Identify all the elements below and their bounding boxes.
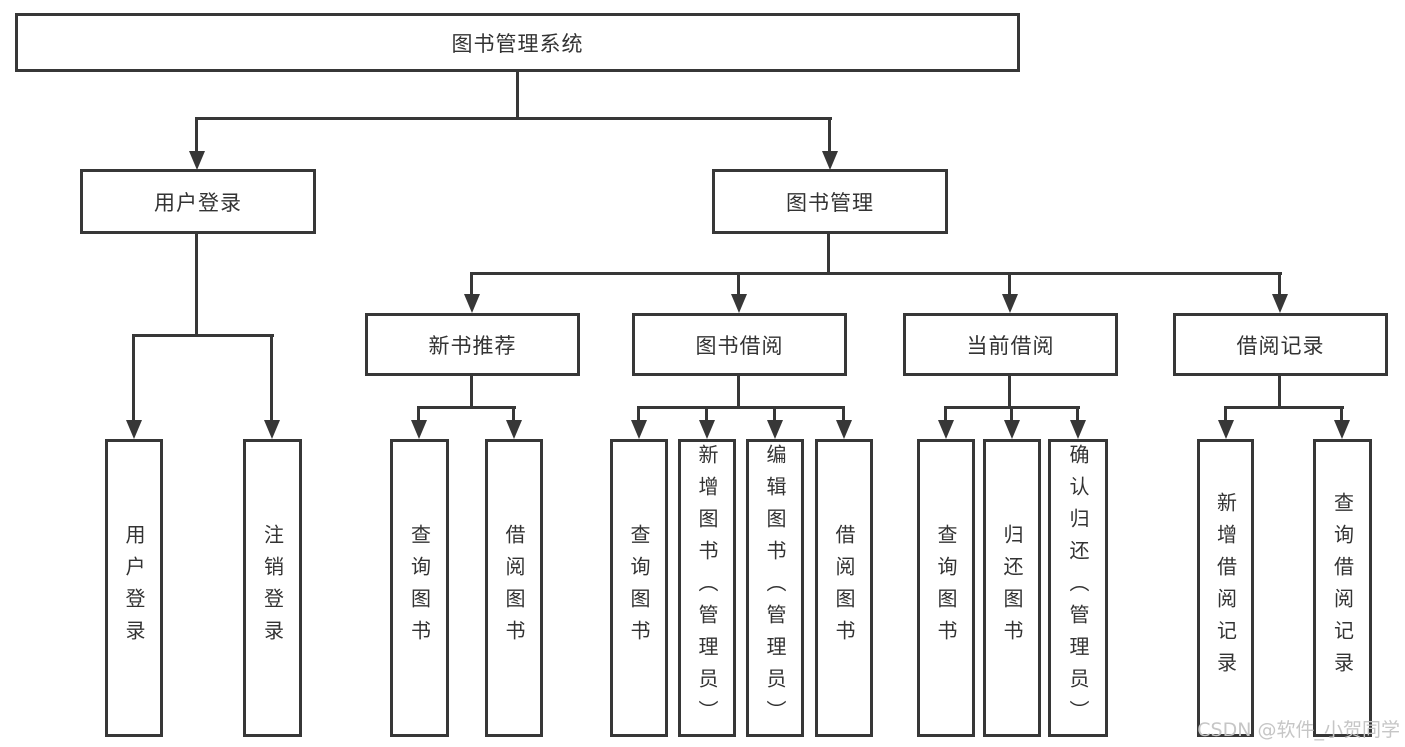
connector-line — [1340, 406, 1343, 422]
connector-line — [132, 334, 274, 337]
leaf-query-borrow-record-label: 查询借阅记录 — [1330, 492, 1355, 684]
leaf-edit-book-admin: 编辑图书（管理员） — [746, 439, 804, 737]
leaf-confirm-return-admin: 确认归还（管理员） — [1048, 439, 1108, 737]
arrowhead-icon — [822, 151, 838, 170]
leaf-query-books-recommend-label: 查询图书 — [407, 524, 432, 652]
connector-line — [470, 272, 473, 296]
leaf-borrow-books-borrowing-label: 借阅图书 — [832, 524, 856, 652]
connector-line — [705, 406, 708, 422]
leaf-logout-label: 注销登录 — [260, 524, 285, 652]
arrowhead-icon — [506, 420, 522, 439]
arrowhead-icon — [1002, 294, 1018, 313]
node-book-borrowing-label: 图书借阅 — [695, 333, 784, 358]
connector-line — [737, 374, 740, 408]
node-root-label: 图书管理系统 — [451, 31, 584, 56]
arrowhead-icon — [126, 420, 142, 439]
arrowhead-icon — [1334, 420, 1350, 439]
connector-line — [737, 272, 740, 296]
connector-line — [470, 374, 473, 408]
connector-line — [516, 71, 519, 119]
leaf-query-books-current-label: 查询图书 — [934, 524, 958, 652]
connector-line — [773, 406, 776, 422]
arrowhead-icon — [631, 420, 647, 439]
watermark: CSDN @软件_小贺同学 — [1197, 719, 1400, 741]
arrowhead-icon — [189, 151, 205, 170]
connector-line — [828, 117, 831, 154]
leaf-add-borrow-record: 新增借阅记录 — [1197, 439, 1254, 737]
node-borrowing-records: 借阅记录 — [1173, 313, 1388, 376]
leaf-query-borrow-record: 查询借阅记录 — [1313, 439, 1372, 737]
leaf-edit-book-admin-label: 编辑图书（管理员） — [763, 444, 787, 732]
connector-line — [637, 406, 640, 422]
arrowhead-icon — [1070, 420, 1086, 439]
arrowhead-icon — [1218, 420, 1234, 439]
leaf-return-books-label: 归还图书 — [1000, 524, 1024, 652]
connector-line — [1278, 374, 1281, 408]
arrowhead-icon — [938, 420, 954, 439]
arrowhead-icon — [699, 420, 715, 439]
node-current-borrowing: 当前借阅 — [903, 313, 1118, 376]
connector-line — [195, 117, 198, 154]
leaf-borrow-books-recommend: 借阅图书 — [485, 439, 543, 737]
node-book-borrowing: 图书借阅 — [632, 313, 847, 376]
connector-line — [1008, 272, 1011, 296]
connector-line — [842, 406, 845, 422]
node-new-book-recommend-label: 新书推荐 — [428, 333, 517, 358]
leaf-logout: 注销登录 — [243, 439, 302, 737]
connector-line — [270, 334, 273, 421]
node-current-borrowing-label: 当前借阅 — [966, 333, 1055, 358]
arrowhead-icon — [411, 420, 427, 439]
connector-line — [417, 406, 420, 422]
node-user-login-label: 用户登录 — [154, 190, 242, 215]
node-root: 图书管理系统 — [15, 13, 1020, 72]
connector-line — [417, 406, 516, 409]
connector-line — [1008, 374, 1011, 408]
leaf-query-books-recommend: 查询图书 — [390, 439, 449, 737]
connector-line — [132, 334, 135, 421]
arrowhead-icon — [1272, 294, 1288, 313]
arrowhead-icon — [731, 294, 747, 313]
connector-line — [1278, 272, 1281, 296]
connector-line — [827, 233, 830, 274]
node-borrowing-records-label: 借阅记录 — [1236, 333, 1325, 358]
arrowhead-icon — [836, 420, 852, 439]
connector-line — [1224, 406, 1344, 409]
arrowhead-icon — [464, 294, 480, 313]
leaf-add-borrow-record-label: 新增借阅记录 — [1213, 492, 1238, 684]
leaf-user-login-label: 用户登录 — [122, 524, 146, 652]
leaf-add-book-admin-label: 新增图书（管理员） — [695, 444, 719, 732]
leaf-borrow-books-recommend-label: 借阅图书 — [502, 524, 526, 652]
arrowhead-icon — [1004, 420, 1020, 439]
leaf-query-books-borrowing-label: 查询图书 — [627, 524, 651, 652]
leaf-add-book-admin: 新增图书（管理员） — [678, 439, 736, 737]
connector-line — [1010, 406, 1013, 422]
connector-line — [637, 406, 845, 409]
connector-line — [944, 406, 947, 422]
node-user-login: 用户登录 — [80, 169, 316, 234]
leaf-query-books-current: 查询图书 — [917, 439, 975, 737]
leaf-return-books: 归还图书 — [983, 439, 1041, 737]
connector-line — [1076, 406, 1079, 422]
connector-line — [470, 272, 1282, 275]
connector-line — [1224, 406, 1227, 422]
connector-line — [195, 233, 198, 336]
node-new-book-recommend: 新书推荐 — [365, 313, 580, 376]
connector-line — [512, 406, 515, 422]
arrowhead-icon — [767, 420, 783, 439]
leaf-user-login: 用户登录 — [105, 439, 163, 737]
leaf-query-books-borrowing: 查询图书 — [610, 439, 668, 737]
leaf-confirm-return-admin-label: 确认归还（管理员） — [1066, 444, 1090, 732]
connector-line — [195, 117, 832, 120]
node-book-management: 图书管理 — [712, 169, 948, 234]
leaf-borrow-books-borrowing: 借阅图书 — [815, 439, 873, 737]
node-book-management-label: 图书管理 — [786, 190, 874, 215]
arrowhead-icon — [264, 420, 280, 439]
